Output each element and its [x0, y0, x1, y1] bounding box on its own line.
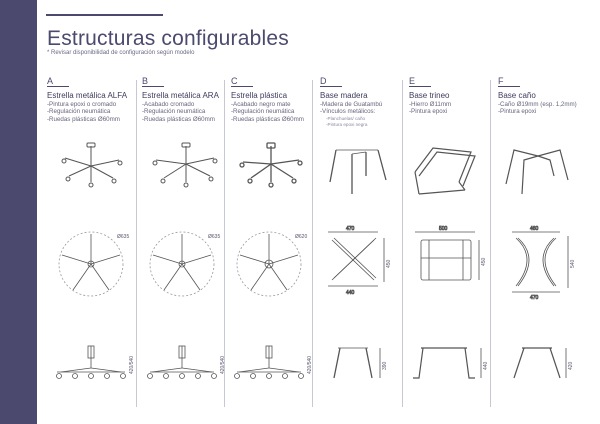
letter-underline	[47, 86, 69, 87]
feature-item: -Vínculos metálicos:	[320, 108, 376, 116]
feature-item: -Pintura epoxi	[498, 108, 537, 116]
depth-label: 450	[481, 257, 487, 266]
base-name: Estrella plástica	[231, 91, 288, 100]
width-bottom-label: 440	[346, 290, 355, 296]
letter-underline	[498, 86, 520, 87]
feature-item: -Ruedas plásticas Ø60mm	[231, 115, 304, 123]
column-separator	[312, 80, 313, 407]
column-plastica: C Estrella plástica -Acabado negro mate …	[231, 74, 315, 419]
height-label: 390	[382, 361, 388, 370]
height-label: 420/540	[307, 356, 313, 374]
letter-underline	[320, 86, 342, 87]
column-separator	[224, 80, 225, 407]
star-base-side-view: 420/540	[147, 345, 226, 379]
feature-item: -Ruedas plásticas Ø60mm	[142, 115, 215, 123]
tube-base-perspective	[505, 149, 569, 195]
column-ara: B Estrella metálica ARA -Acabado cromado…	[142, 74, 226, 419]
star-base-top-view: Ø635	[58, 231, 129, 297]
sled-base-top-view: 500 450	[415, 226, 487, 281]
base-name: Estrella metálica ALFA	[47, 91, 128, 100]
sub-feature-item: -Planchuelas/ caño	[326, 115, 366, 121]
sidebar-band	[0, 0, 37, 424]
diameter-label: Ø620	[295, 234, 307, 240]
star-base-perspective	[239, 142, 303, 188]
feature-item: -Madera de Guatambú	[320, 101, 383, 108]
feature-list: -Madera de Guatambú -Vínculos metálicos:…	[320, 101, 382, 127]
column-trineo: E Base trineo -Hierro Ø11mm -Pintura epo…	[409, 74, 493, 419]
star-base-top-view: Ø635	[149, 231, 220, 297]
letter-underline	[142, 86, 164, 87]
height-label: 420/540	[129, 356, 135, 374]
width-top-label: 470	[346, 226, 355, 232]
sled-base-perspective	[414, 147, 476, 195]
star-base-side-view: 420/540	[234, 345, 313, 379]
sled-base-side-view: 440	[413, 347, 489, 379]
page-subtitle: * Revisar disponibilidad de configuració…	[47, 50, 195, 56]
width-bottom-label: 470	[530, 295, 539, 301]
height-label: 420/540	[220, 356, 226, 374]
star-base-side-view: 420/540	[56, 345, 135, 379]
height-label: 440	[483, 361, 489, 370]
base-name: Base madera	[320, 91, 368, 100]
column-letter: E	[409, 76, 416, 86]
diameter-label: Ø635	[117, 234, 129, 240]
letter-underline	[231, 86, 253, 87]
column-cano: F Base caño -Caño Ø19mm (esp. 1,2mm) -Pi…	[498, 74, 582, 419]
feature-item: -Regulación neumática	[142, 108, 206, 116]
width-top-label: 460	[530, 226, 539, 232]
feature-list: -Pintura epoxi o cromado -Regulación neu…	[47, 101, 120, 123]
feature-item: -Caño Ø19mm (esp. 1,2mm)	[498, 101, 577, 108]
star-base-top-view: Ø620	[236, 231, 307, 297]
star-base-perspective	[152, 142, 218, 188]
feature-item: -Regulación neumática	[231, 108, 295, 116]
wood-base-perspective	[329, 149, 387, 194]
feature-item: -Pintura epoxi	[409, 108, 448, 116]
depth-label: 540	[570, 259, 576, 268]
feature-list: -Acabado cromado -Regulación neumática -…	[142, 101, 215, 123]
column-letter: C	[231, 76, 238, 86]
column-letter: B	[142, 76, 149, 86]
column-letter: D	[320, 76, 327, 86]
header-rule	[46, 14, 163, 16]
feature-list: -Acabado negro mate -Regulación neumátic…	[231, 101, 304, 123]
feature-list: -Caño Ø19mm (esp. 1,2mm) -Pintura epoxi	[498, 101, 577, 116]
sub-feature-item: -Pintura epoxi negra	[326, 121, 368, 127]
feature-item: -Acabado cromado	[142, 101, 195, 108]
column-alfa: A Estrella metálica ALFA -Pintura epoxi …	[47, 74, 135, 419]
feature-item: -Pintura epoxi o cromado	[47, 101, 117, 108]
feature-item: -Acabado negro mate	[231, 101, 291, 108]
base-name: Base trineo	[409, 91, 450, 100]
tube-base-top-view: 460 470 540	[512, 226, 576, 301]
column-madera: D Base madera -Madera de Guatambú -Víncu…	[320, 74, 404, 419]
feature-list: -Hierro Ø11mm -Pintura epoxi	[409, 101, 451, 116]
wood-base-side-view: 390	[333, 347, 388, 379]
column-letter: F	[498, 76, 504, 86]
width-top-label: 500	[439, 226, 448, 232]
page-title: Estructuras configurables	[47, 27, 289, 50]
feature-item: -Hierro Ø11mm	[409, 101, 452, 108]
feature-item: -Ruedas plásticas Ø60mm	[47, 115, 120, 123]
letter-underline	[409, 86, 431, 87]
base-name: Base caño	[498, 91, 536, 100]
column-separator	[402, 80, 403, 407]
diameter-label: Ø635	[208, 234, 220, 240]
column-letter: A	[47, 76, 54, 86]
column-separator	[490, 80, 491, 407]
base-name: Estrella metálica ARA	[142, 91, 219, 100]
height-label: 420	[568, 361, 574, 370]
depth-label: 450	[386, 259, 392, 268]
star-base-perspective	[61, 142, 123, 188]
column-separator	[136, 80, 137, 407]
feature-item: -Regulación neumática	[47, 108, 111, 116]
tube-base-side-view: 420	[513, 347, 574, 379]
wood-base-top-view: 470 440 450	[328, 226, 392, 296]
